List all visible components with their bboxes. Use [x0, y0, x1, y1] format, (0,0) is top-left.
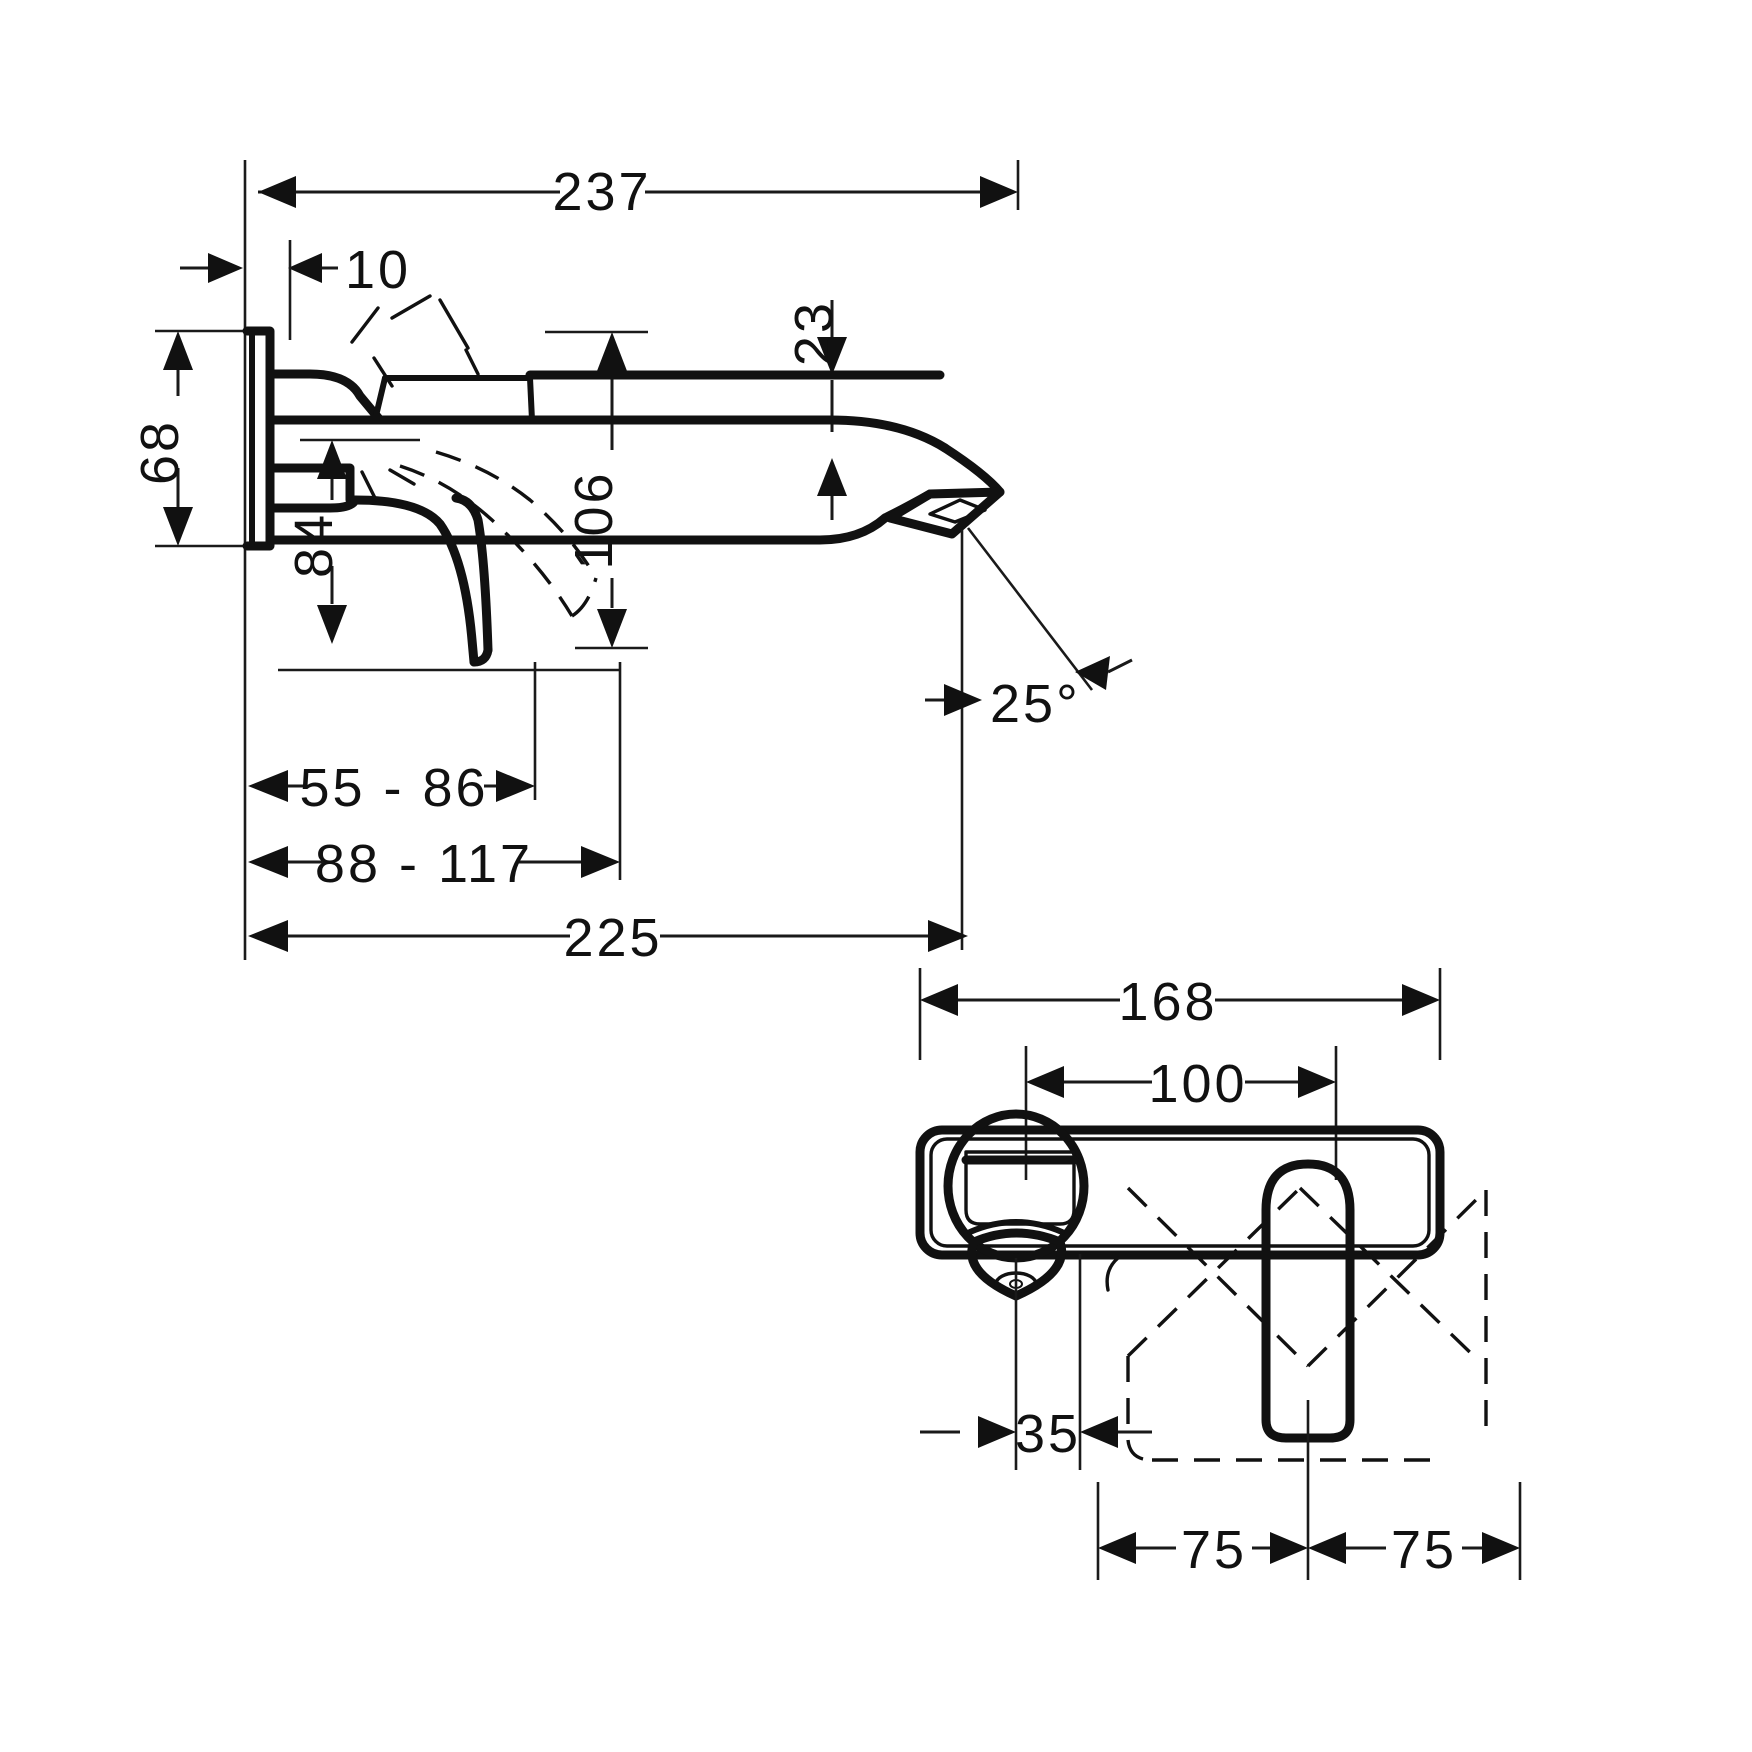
dimension-label-55-86: 55 - 86	[299, 758, 488, 818]
dimension-label-237: 237	[552, 162, 651, 222]
dimension-68: 68	[130, 329, 250, 548]
front-elevation-view: 168 100	[915, 968, 1522, 1580]
dimension-225: 225	[248, 908, 968, 968]
wall-flange-side	[242, 326, 275, 551]
dimension-75-left: 75	[1096, 1482, 1308, 1580]
escutcheon-plate	[915, 1125, 1445, 1260]
dimension-168: 168	[918, 968, 1442, 1060]
dimension-label-106: 106	[564, 470, 624, 569]
lever-swing-range-hidden	[1105, 1186, 1488, 1462]
dimension-label-100: 100	[1148, 1054, 1247, 1114]
lever-handle-side	[265, 463, 493, 667]
dimension-10: 10	[180, 240, 411, 340]
dimension-label-168: 168	[1118, 972, 1217, 1032]
lever-swing-hidden-outline	[399, 450, 598, 618]
dimension-label-84: 84	[284, 512, 344, 578]
dimension-label-88-117: 88 - 117	[315, 834, 533, 894]
spout-body-side	[265, 369, 1005, 545]
dimension-237: 237	[258, 160, 1020, 222]
dimension-label-25-degrees: 25°	[990, 674, 1081, 734]
dimension-25-degrees: 25°	[925, 527, 1133, 950]
dimension-106: 106	[545, 330, 648, 650]
dimension-88-117: 88 - 117	[248, 662, 622, 894]
dimension-label-68: 68	[130, 419, 190, 485]
dimension-23: 23	[784, 300, 847, 520]
dimension-55-86: 55 - 86	[248, 662, 620, 818]
dimension-label-225: 225	[563, 908, 662, 968]
side-elevation-view: 237 10 23	[130, 160, 1133, 968]
dimension-label-10: 10	[345, 240, 411, 300]
dimension-label-75-left: 75	[1181, 1520, 1247, 1580]
spout-base-detail	[350, 294, 480, 388]
dimension-75-right: 75	[1306, 1400, 1522, 1580]
dimension-35: 35	[920, 1254, 1152, 1470]
lever-handle-front	[1261, 1159, 1355, 1443]
dimension-label-23: 23	[784, 300, 844, 366]
dimension-label-75-right: 75	[1391, 1520, 1457, 1580]
dimension-label-35: 35	[1015, 1404, 1081, 1464]
